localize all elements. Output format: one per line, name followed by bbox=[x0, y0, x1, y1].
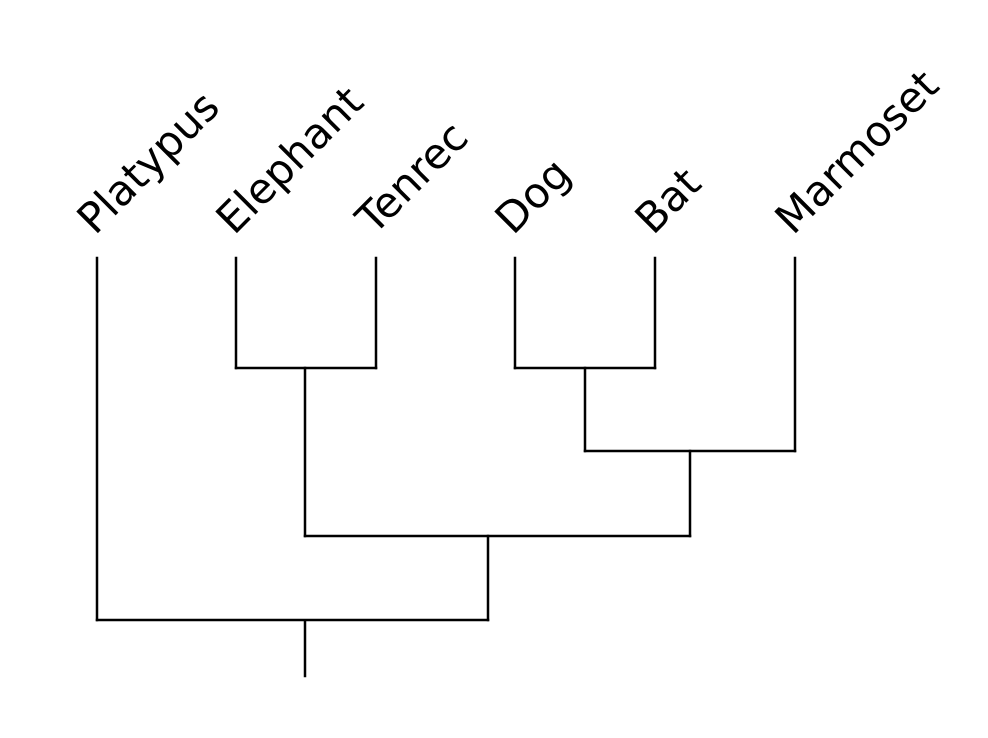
tree-branches bbox=[95, 256, 797, 678]
taxon-label-dog: Dog bbox=[485, 149, 580, 244]
taxon-label-elephant: Elephant bbox=[206, 77, 372, 243]
taxon-labels: Platypus Elephant Tenrec Dog Bat Marmose… bbox=[67, 60, 948, 243]
taxon-label-bat: Bat bbox=[625, 158, 710, 243]
taxon-label-marmoset: Marmoset bbox=[765, 60, 948, 243]
taxon-label-platypus: Platypus bbox=[67, 82, 228, 243]
taxon-label-tenrec: Tenrec bbox=[346, 112, 478, 244]
